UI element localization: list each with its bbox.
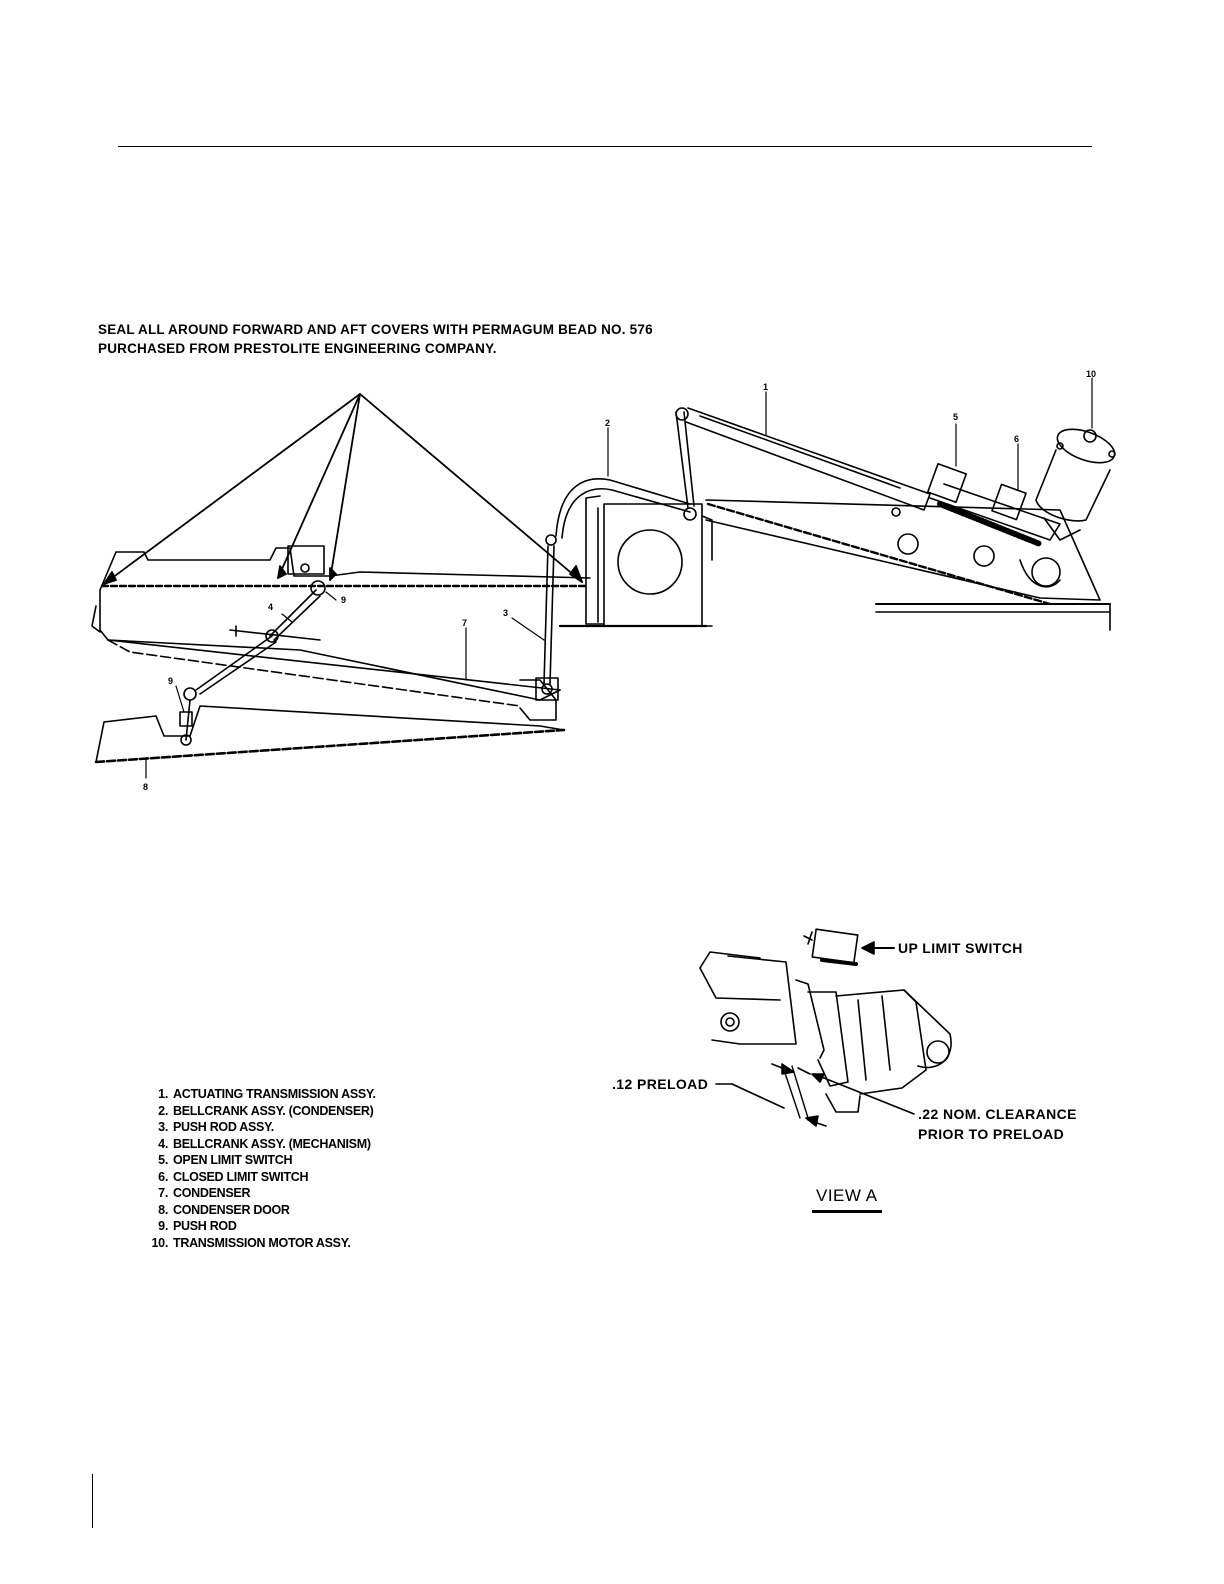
- index-10: 10: [1086, 369, 1096, 379]
- index-3: 3: [503, 608, 508, 618]
- margin-bar: [92, 1474, 93, 1528]
- clearance-label-line-2: PRIOR TO PRELOAD: [918, 1126, 1065, 1142]
- view-a-title: VIEW A: [816, 1186, 878, 1205]
- legend-item: 2. BELLCRANK ASSY. (CONDENSER): [140, 1103, 376, 1120]
- legend-text: BELLCRANK ASSY. (MECHANISM): [173, 1136, 371, 1151]
- legend-text: PUSH ROD: [173, 1219, 237, 1233]
- legend-text: CONDENSER DOOR: [173, 1202, 290, 1217]
- legend-item: 9. PUSH ROD: [140, 1218, 376, 1235]
- bulkhead-box: [558, 503, 713, 628]
- index-6: 6: [1014, 434, 1019, 444]
- index-numbers: 1 2 3 4 5 6 7 8 9 9 10: [143, 369, 1096, 792]
- legend-number: 3.: [158, 1120, 168, 1134]
- legend-number: 10.: [151, 1235, 169, 1250]
- legend-text: CONDENSER: [173, 1186, 251, 1200]
- condenser-bellcrank: [555, 411, 697, 625]
- legend-item: 10. TRANSMISSION MOTOR ASSY.: [140, 1235, 376, 1252]
- legend-text: OPEN LIMIT SWITCH: [173, 1153, 293, 1167]
- legend-text: TRANSMISSION MOTOR ASSY.: [173, 1235, 351, 1250]
- index-7: 7: [462, 618, 467, 628]
- push-rod-assy: [535, 534, 559, 701]
- legend-item: 8. CONDENSER DOOR: [140, 1202, 376, 1219]
- index-9-lower: 9: [168, 676, 173, 686]
- legend-text: CLOSED LIMIT SWITCH: [173, 1169, 309, 1184]
- aft-cover: [699, 499, 1111, 631]
- seal-leader-lines: [103, 393, 583, 585]
- actuating-transmission: [675, 407, 1061, 547]
- view-a-detail: [699, 928, 952, 1127]
- condenser: [107, 625, 561, 721]
- seal-note-line-1: SEAL ALL AROUND FORWARD AND AFT COVERS W…: [98, 322, 653, 337]
- legend-number: 8.: [158, 1202, 168, 1217]
- legend-number: 6.: [158, 1169, 168, 1184]
- legend-item: 7. CONDENSER: [140, 1185, 376, 1202]
- preload-label: .12 PRELOAD: [612, 1076, 709, 1092]
- legend-item: 1. ACTUATING TRANSMISSION ASSY.: [140, 1086, 376, 1103]
- legend-text: BELLCRANK ASSY. (CONDENSER): [173, 1103, 374, 1118]
- legend-number: 4.: [158, 1136, 168, 1151]
- transmission-motor: [1035, 428, 1116, 541]
- legend-number: 1.: [158, 1087, 168, 1101]
- legend-item: 4. BELLCRANK ASSY. (MECHANISM): [140, 1136, 376, 1153]
- parts-legend: 1. ACTUATING TRANSMISSION ASSY. 2. BELLCRA…: [140, 1086, 377, 1252]
- mechanism-bellcrank: [179, 580, 326, 746]
- clearance-label-line-1: .22 NOM. CLEARANCE: [918, 1106, 1077, 1122]
- legend-number: 2.: [158, 1103, 168, 1118]
- legend-item: 6. CLOSED LIMIT SWITCH: [140, 1169, 376, 1186]
- up-limit-switch-label: UP LIMIT SWITCH: [898, 940, 1023, 956]
- legend-text: PUSH ROD ASSY.: [173, 1120, 274, 1134]
- legend-item: 3. PUSH ROD ASSY.: [140, 1119, 376, 1136]
- legend-number: 5.: [158, 1153, 168, 1167]
- index-4: 4: [268, 602, 273, 612]
- index-leaders: [145, 377, 1093, 779]
- index-5: 5: [953, 412, 958, 422]
- legend-text: ACTUATING TRANSMISSION ASSY.: [173, 1087, 376, 1101]
- view-a-underline: [812, 1210, 882, 1213]
- index-8: 8: [143, 782, 148, 792]
- legend-number: 7.: [158, 1186, 168, 1200]
- index-1: 1: [763, 382, 768, 392]
- header-rule: [118, 146, 1092, 147]
- index-9-upper: 9: [341, 595, 346, 605]
- seal-note: SEAL ALL AROUND FORWARD AND AFT COVERS W…: [98, 320, 653, 358]
- condenser-door: [94, 705, 566, 764]
- legend-number: 9.: [158, 1219, 168, 1233]
- legend-item: 5. OPEN LIMIT SWITCH: [140, 1152, 376, 1169]
- seal-note-line-2: PURCHASED FROM PRESTOLITE ENGINEERING CO…: [98, 341, 497, 356]
- index-2: 2: [605, 418, 610, 428]
- forward-cover: [91, 545, 591, 691]
